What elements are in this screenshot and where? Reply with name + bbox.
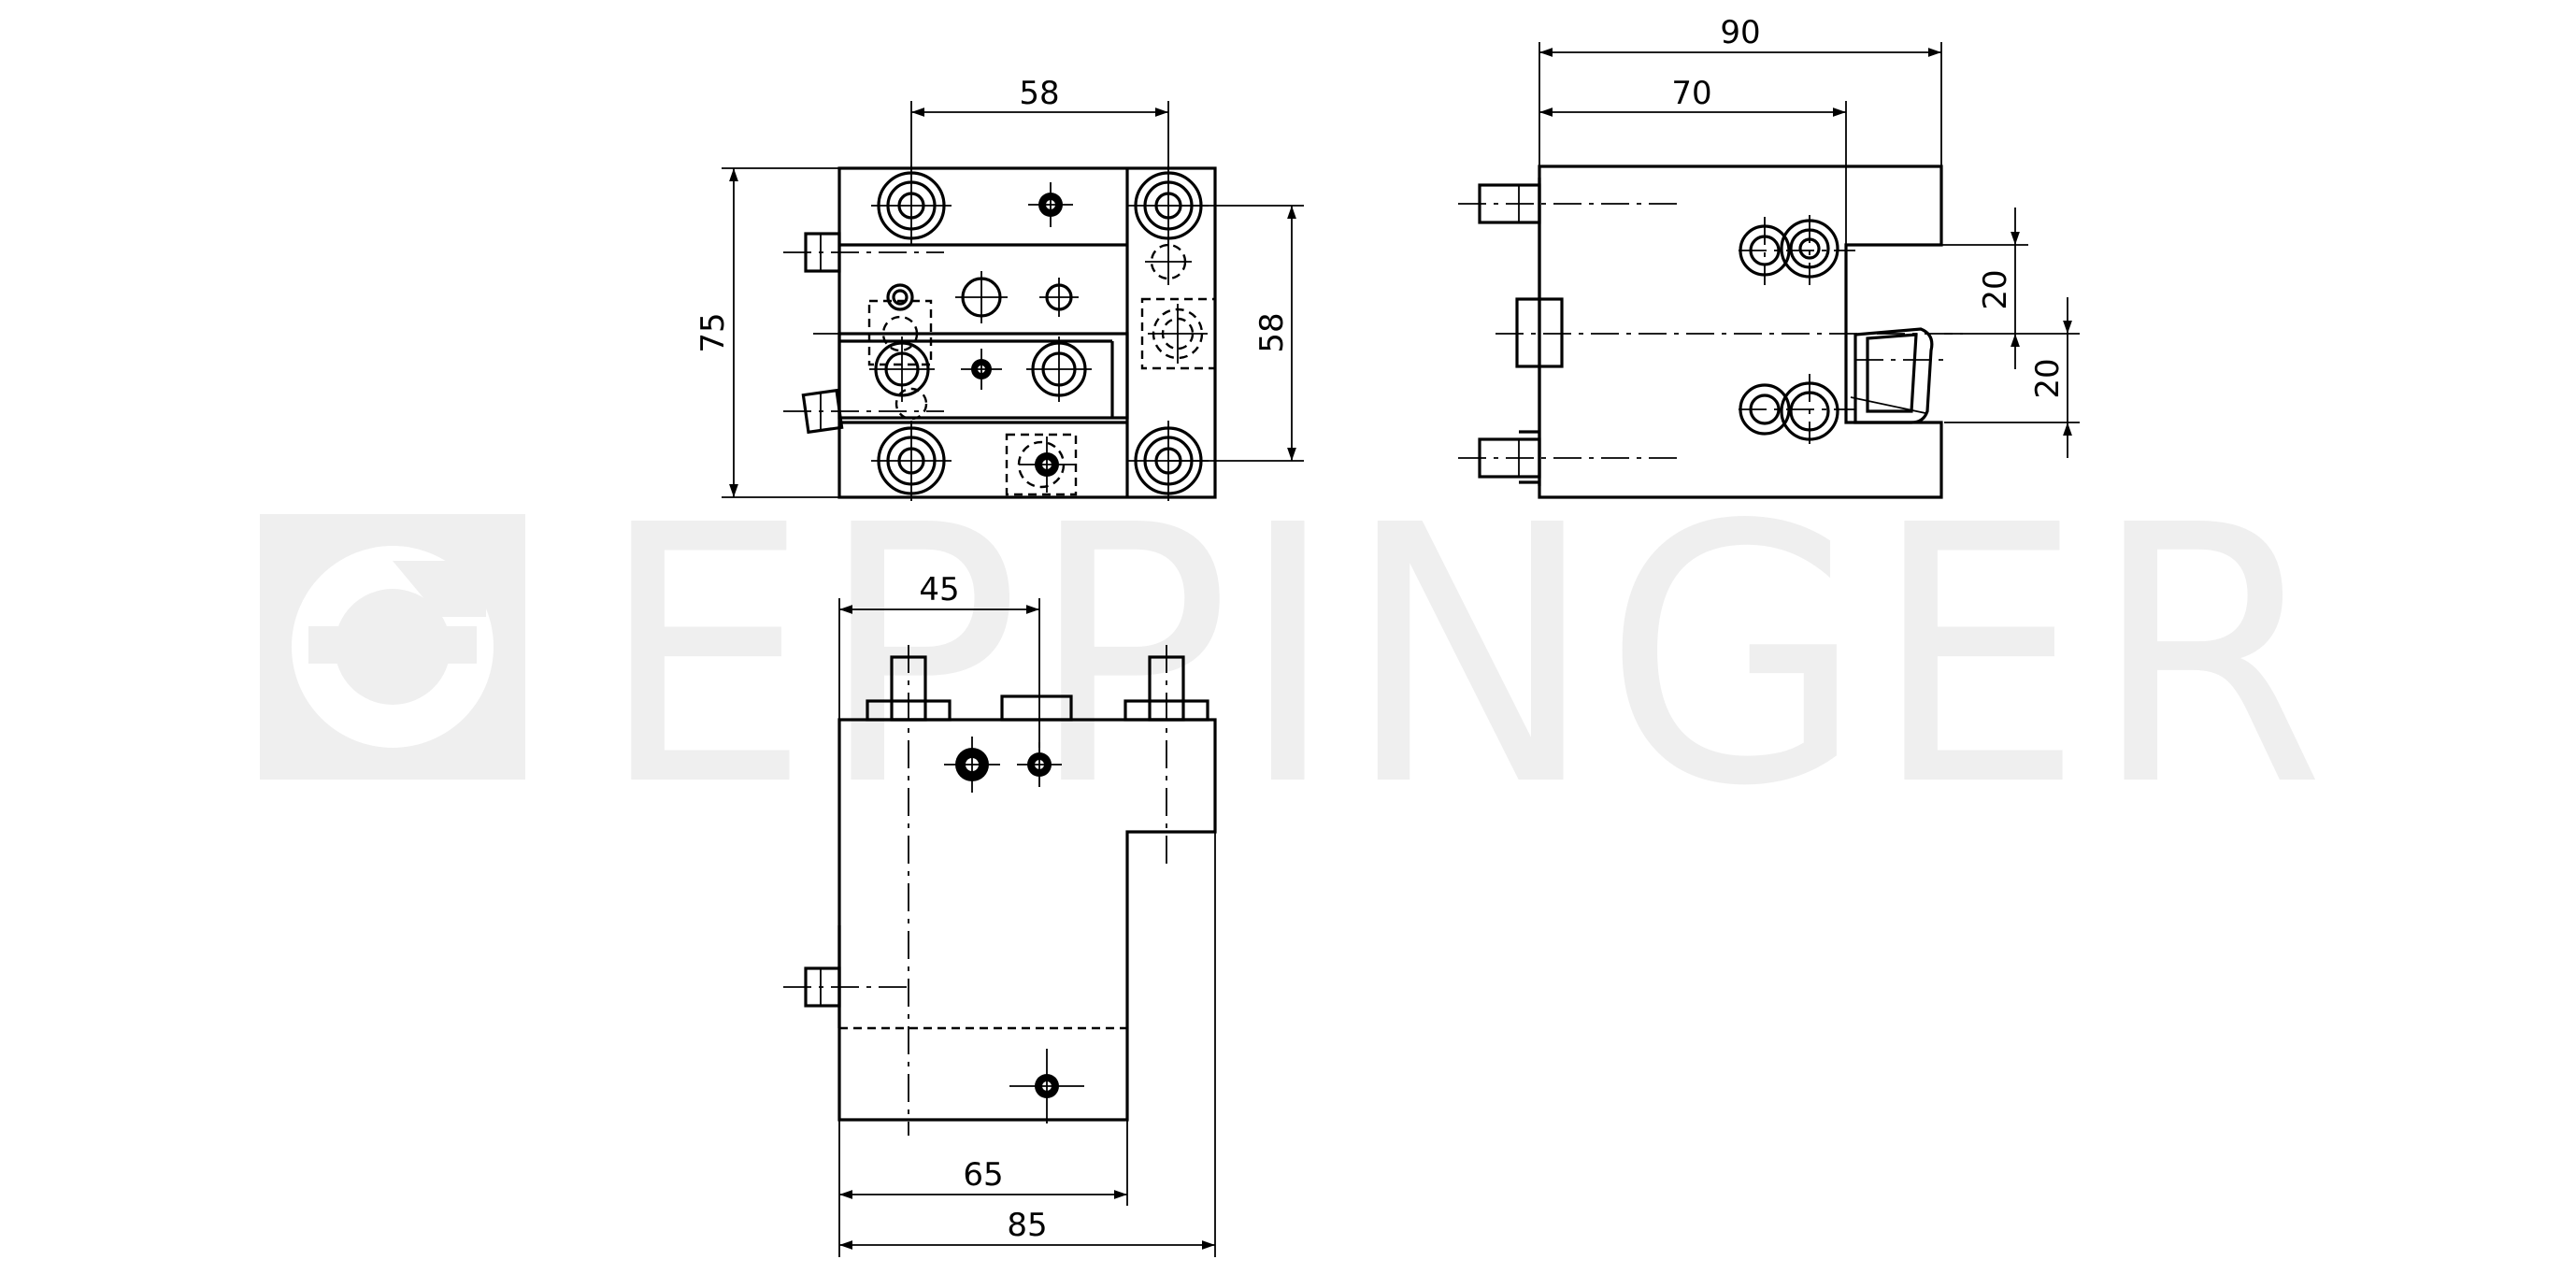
eppinger-wordmark: EPPINGER — [598, 450, 2332, 864]
dim-label-90: 90 — [1720, 14, 1760, 51]
dim-top-overall: 85 — [839, 832, 1216, 1257]
dim-side-inner: 70 — [1539, 75, 1847, 245]
front-view: 58 75 58 — [694, 75, 1304, 501]
dim-front-height-right: 58 — [1168, 205, 1304, 462]
dim-label-20-upper: 20 — [1977, 269, 2014, 309]
dim-side-overall: 90 — [1538, 14, 1942, 166]
dim-label-75: 75 — [694, 312, 732, 352]
top-view: 45 65 85 — [783, 571, 1217, 1257]
front-bolt-top-left — [871, 165, 952, 246]
side-screw-upper — [1739, 219, 1839, 279]
dim-side-offset-upper: 20 — [1846, 208, 2028, 369]
dim-label-58-top: 58 — [1019, 75, 1059, 112]
side-screw-lower — [1739, 381, 1839, 441]
eppinger-logo-mark — [260, 514, 525, 780]
dim-label-45: 45 — [919, 571, 959, 608]
dim-front-height-left: 75 — [694, 167, 839, 498]
dim-label-85: 85 — [1007, 1207, 1047, 1244]
dim-top-axis: 45 — [838, 571, 1040, 748]
eppinger-watermark: EPPINGER — [260, 450, 2332, 864]
front-clamp-screw-left — [869, 336, 935, 402]
front-clamp-screw-right — [1026, 336, 1092, 402]
front-bolt-bottom-left — [871, 421, 952, 501]
dim-top-step: 65 — [838, 1120, 1128, 1257]
dim-label-65: 65 — [963, 1156, 1003, 1194]
dim-side-offset-lower: 20 — [1944, 297, 2080, 458]
dim-front-width: 58 — [910, 75, 1169, 170]
dim-label-20-lower: 20 — [2029, 358, 2067, 398]
dim-label-70: 70 — [1671, 75, 1711, 112]
side-view: 90 70 20 20 — [1458, 14, 2080, 499]
dim-label-58-right: 58 — [1253, 312, 1291, 352]
